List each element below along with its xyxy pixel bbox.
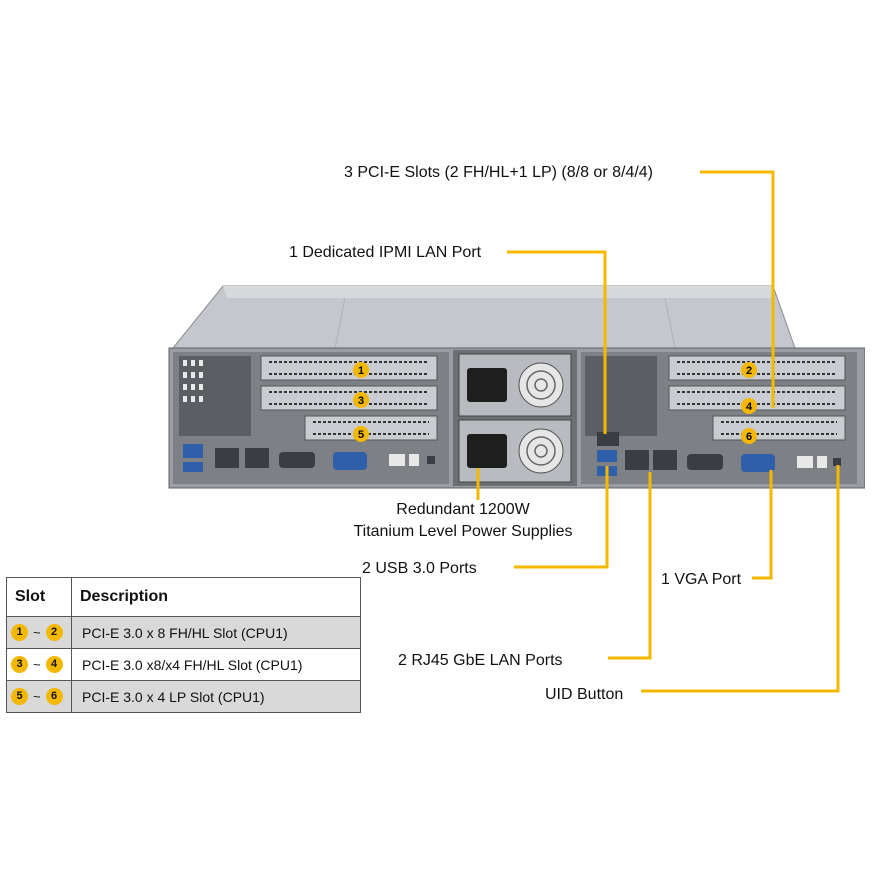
slot-badge-3-label: 3 xyxy=(358,395,364,407)
slot-badges: 1 3 5 2 4 6 xyxy=(353,362,757,444)
table-cell-description: PCI-E 3.0 x 8 FH/HL Slot (CPU1) xyxy=(71,616,361,649)
table-row: 3 ~4 PCI-E 3.0 x8/x4 FH/HL Slot (CPU1) xyxy=(6,648,361,681)
leader-uid-button xyxy=(641,465,840,693)
psu-2-power-inlet xyxy=(467,434,507,468)
left-lan-port-1 xyxy=(215,448,239,468)
table-row: 1 ~2 PCI-E 3.0 x 8 FH/HL Slot (CPU1) xyxy=(6,616,361,649)
callout-power-supplies: Redundant 1200W Titanium Level Power Sup… xyxy=(340,500,586,541)
slot-badge-6 xyxy=(741,428,757,444)
callout-ipmi-port: 1 Dedicated IPMI LAN Port xyxy=(289,244,482,261)
psu-1-power-inlet xyxy=(467,368,507,402)
leader-pcie-slots xyxy=(700,170,775,408)
callout-power-line1: Redundant 1200W xyxy=(396,501,530,518)
callout-usb-ports: 2 USB 3.0 Ports xyxy=(362,560,477,577)
server-chassis-rear-view: 1 3 5 2 4 6 xyxy=(168,285,865,489)
right-serial-port xyxy=(687,454,723,470)
table-cell-description: PCI-E 3.0 x 4 LP Slot (CPU1) xyxy=(71,680,361,713)
slot-badge: 3 xyxy=(11,656,28,674)
callout-vga-port: 1 VGA Port xyxy=(661,571,742,588)
slot-badge-4-label: 4 xyxy=(746,401,753,413)
table-row: 5 ~6 PCI-E 3.0 x 4 LP Slot (CPU1) xyxy=(6,680,361,713)
pcie-bracket-5 xyxy=(304,415,438,441)
right-lan-port-2 xyxy=(653,450,677,470)
table-header-description: Description xyxy=(71,577,361,617)
slot-badge: 4 xyxy=(45,656,63,674)
callout-power-line2: Titanium Level Power Supplies xyxy=(353,523,573,540)
slot-badge: 5 xyxy=(11,688,28,706)
slot-range-separator: ~ xyxy=(33,689,41,705)
left-serial-port xyxy=(279,452,315,468)
table-cell-description: PCI-E 3.0 x8/x4 FH/HL Slot (CPU1) xyxy=(71,648,361,681)
pcie-bracket-1 xyxy=(260,355,438,381)
right-vent xyxy=(585,356,657,436)
leader-lan-ports xyxy=(608,472,652,660)
callout-pcie-slots: 3 PCI-E Slots (2 FH/HL+1 LP) (8/8 or 8/4… xyxy=(344,164,654,181)
slot-badge-6-label: 6 xyxy=(746,431,752,443)
pcie-bracket-2 xyxy=(668,355,846,381)
table-header-slot: Slot xyxy=(6,577,72,617)
slot-badge-3 xyxy=(353,392,369,408)
pcie-bracket-6 xyxy=(712,415,846,441)
slot-badge-2-label: 2 xyxy=(746,365,752,377)
leader-ipmi-port xyxy=(507,250,607,434)
slot-badge: 6 xyxy=(45,688,63,706)
left-usb-port xyxy=(183,444,203,458)
left-lan-port-2 xyxy=(245,448,269,468)
chassis-top-edge xyxy=(223,286,773,298)
psu-1-fan xyxy=(518,362,564,408)
slot-range-separator: ~ xyxy=(33,657,41,673)
left-vga-port xyxy=(333,452,367,470)
left-uid-button xyxy=(427,456,435,464)
slot-badge-5 xyxy=(353,426,369,442)
slot-badge-1-label: 1 xyxy=(358,365,364,377)
slot-badge: 1 xyxy=(11,624,28,642)
slot-description-table: Slot Description 1 ~2 PCI-E 3.0 x 8 FH/HL… xyxy=(6,577,361,713)
slot-badge: 2 xyxy=(45,624,63,642)
psu-2-fan xyxy=(518,428,564,474)
callout-lan-ports: 2 RJ45 GbE LAN Ports xyxy=(398,652,563,669)
leader-usb-ports xyxy=(514,466,609,569)
right-lan-port-1 xyxy=(625,450,649,470)
table-header-row: Slot Description xyxy=(6,577,361,617)
left-vent-grid xyxy=(183,360,203,402)
slot-badge-5-label: 5 xyxy=(358,429,364,441)
slot-badge-1 xyxy=(353,362,369,378)
table-cell-slot: 5 ~6 xyxy=(6,680,72,713)
callout-uid-button: UID Button xyxy=(545,686,624,703)
pcie-bracket-3 xyxy=(260,385,438,411)
ipmi-lan-port xyxy=(597,432,619,446)
table-cell-slot: 1 ~2 xyxy=(6,616,72,649)
right-vga-port xyxy=(741,454,775,472)
right-uid-button xyxy=(833,458,841,466)
slot-badge-4 xyxy=(741,398,757,414)
table-cell-slot: 3 ~4 xyxy=(6,648,72,681)
leader-vga-port xyxy=(752,470,773,580)
slot-badge-2 xyxy=(741,362,757,378)
slot-range-separator: ~ xyxy=(33,625,41,641)
right-usb-port-1 xyxy=(597,450,617,462)
